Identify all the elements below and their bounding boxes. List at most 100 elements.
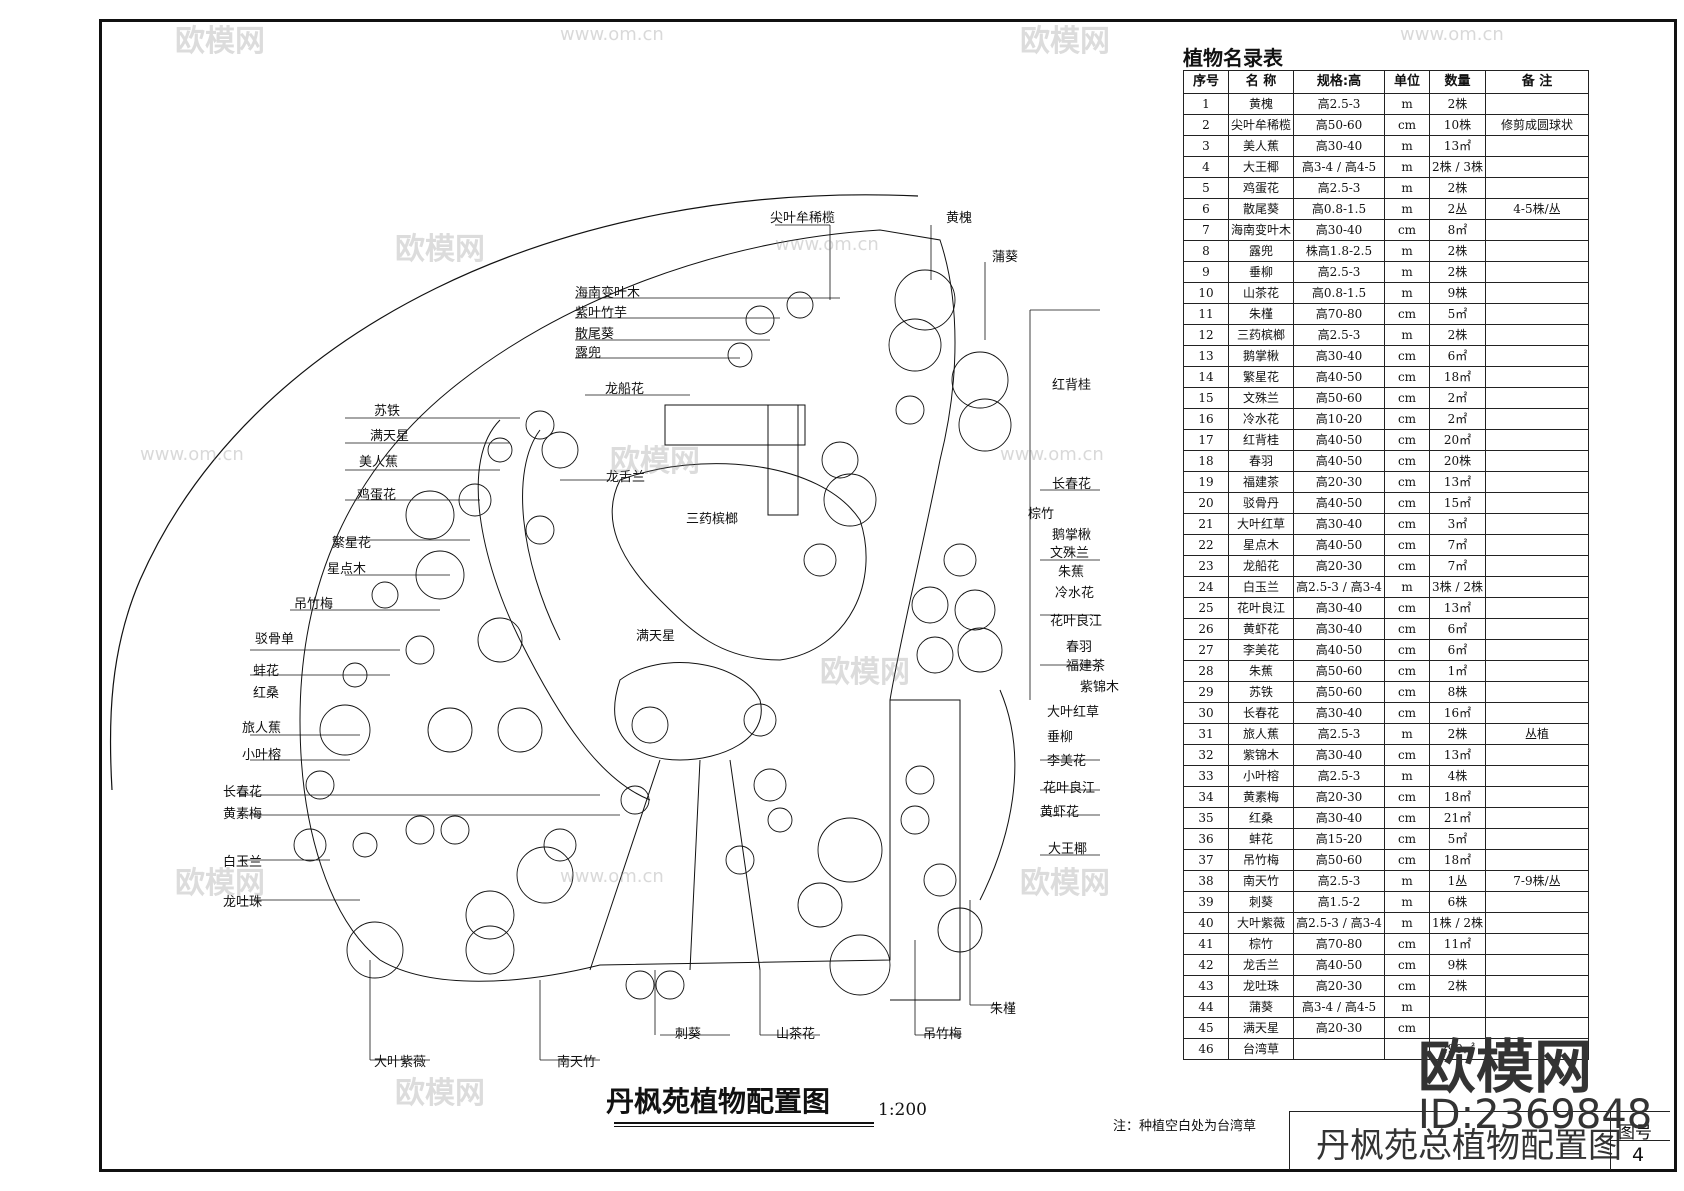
table-cell: 美人蕉 — [1227, 135, 1295, 157]
plan-label: 长春花 — [223, 785, 263, 800]
table-cell: 2株 — [1429, 324, 1486, 346]
table-cell: m — [1384, 177, 1431, 199]
table-cell: 黄虾花 — [1227, 618, 1295, 640]
plan-label: 大王椰 — [1048, 842, 1088, 857]
table-cell: 蚌花 — [1227, 828, 1295, 850]
plan-label: 棕竹 — [1028, 507, 1055, 522]
table-cell: 2㎡ — [1429, 387, 1486, 409]
table-cell — [1484, 681, 1589, 703]
table-cell: cm — [1384, 219, 1431, 241]
bridge — [664, 404, 806, 446]
table-cell: 苏铁 — [1227, 681, 1295, 703]
table-cell: 36 — [1183, 828, 1229, 850]
right-zone — [890, 699, 961, 1001]
plan-label: 黄素梅 — [223, 807, 263, 822]
plan-label: 鹅掌楸 — [1052, 528, 1092, 543]
table-cell: 34 — [1183, 786, 1229, 808]
table-cell: 高10-20 — [1293, 408, 1386, 430]
table-cell — [1293, 1038, 1386, 1060]
table-cell: 高15-20 — [1293, 828, 1386, 850]
drawing-title: 丹枫苑植物配置图 — [606, 1085, 831, 1118]
table-cell: 春羽 — [1227, 450, 1295, 472]
table-cell: 40 — [1183, 912, 1229, 934]
table-cell: 高30-40 — [1293, 702, 1386, 724]
table-cell: 高2.5-3 — [1293, 261, 1386, 283]
table-cell — [1484, 786, 1589, 808]
watermark-brand: 欧模网 — [395, 232, 485, 267]
watermark-brand: 欧模网 — [175, 24, 265, 59]
table-cell — [1484, 471, 1589, 493]
table-cell — [1484, 1038, 1589, 1060]
drawing-frame — [99, 19, 1677, 1172]
table-cell: 6株 — [1429, 891, 1486, 913]
table-cell: 13㎡ — [1429, 471, 1486, 493]
table-cell: 高20-30 — [1293, 1017, 1386, 1039]
table-cell — [1429, 996, 1486, 1018]
plan-label: 文殊兰 — [1050, 546, 1090, 561]
table-cell: 吊竹梅 — [1227, 849, 1295, 871]
table-cell: 高30-40 — [1293, 219, 1386, 241]
table-cell: 1 — [1183, 93, 1229, 115]
table-cell: 12 — [1183, 324, 1229, 346]
table-cell: 高30-40 — [1293, 807, 1386, 829]
table-cell: 尖叶牟稀榄 — [1227, 114, 1295, 136]
table-cell — [1484, 156, 1589, 178]
drawing-scale: 1:200 — [878, 1100, 927, 1120]
table-cell: 高20-30 — [1293, 471, 1386, 493]
table-cell: 花叶良江 — [1227, 597, 1295, 619]
table-cell: m — [1384, 912, 1431, 934]
table-cell: 大王椰 — [1227, 156, 1295, 178]
watermark-url: www.om.cn — [775, 234, 879, 255]
table-cell: 高20-30 — [1293, 786, 1386, 808]
table-cell: 垂柳 — [1227, 261, 1295, 283]
table-cell: cm — [1384, 555, 1431, 577]
table-cell: cm — [1384, 492, 1431, 514]
watermark-url: www.om.cn — [560, 24, 664, 45]
plan-label: 花叶良江 — [1050, 614, 1103, 629]
table-cell: 高2.5-3 — [1293, 870, 1386, 892]
table-cell — [1484, 807, 1589, 829]
plan-label: 黄虾花 — [1040, 805, 1080, 820]
table-cell: m — [1384, 93, 1431, 115]
plan-label: 旅人蕉 — [242, 721, 282, 736]
table-cell: 高50-60 — [1293, 849, 1386, 871]
table-cell: 山茶花 — [1227, 282, 1295, 304]
watermark-brand: 欧模网 — [175, 866, 265, 901]
table-cell: 2株 / 3株 — [1429, 156, 1486, 178]
table-cell: 高50-60 — [1293, 681, 1386, 703]
plan-label: 长春花 — [1052, 477, 1092, 492]
table-cell: 台湾草 — [1227, 1038, 1295, 1060]
table-cell: cm — [1384, 303, 1431, 325]
table-cell — [1484, 828, 1589, 850]
table-cell: 44 — [1183, 996, 1229, 1018]
table-cell: cm — [1384, 786, 1431, 808]
table-cell: 5㎡ — [1429, 828, 1486, 850]
table-cell: 2株 — [1429, 93, 1486, 115]
plan-label: 龙舌兰 — [606, 470, 646, 485]
table-cell: 福建茶 — [1227, 471, 1295, 493]
table-cell: 高3-4 / 高4-5 — [1293, 996, 1386, 1018]
table-cell — [1484, 345, 1589, 367]
table-cell: 6㎡ — [1429, 618, 1486, 640]
plan-label: 冷水花 — [1055, 586, 1095, 601]
table-cell: 2丛 — [1429, 198, 1486, 220]
plan-label: 南天竹 — [557, 1055, 597, 1070]
plan-label: 星点木 — [327, 562, 367, 577]
table-cell: 10株 — [1429, 114, 1486, 136]
table-cell: m — [1384, 135, 1431, 157]
plan-label: 蒲葵 — [992, 250, 1019, 265]
title-block-title: 丹枫苑总植物配置图 — [1316, 1126, 1622, 1166]
